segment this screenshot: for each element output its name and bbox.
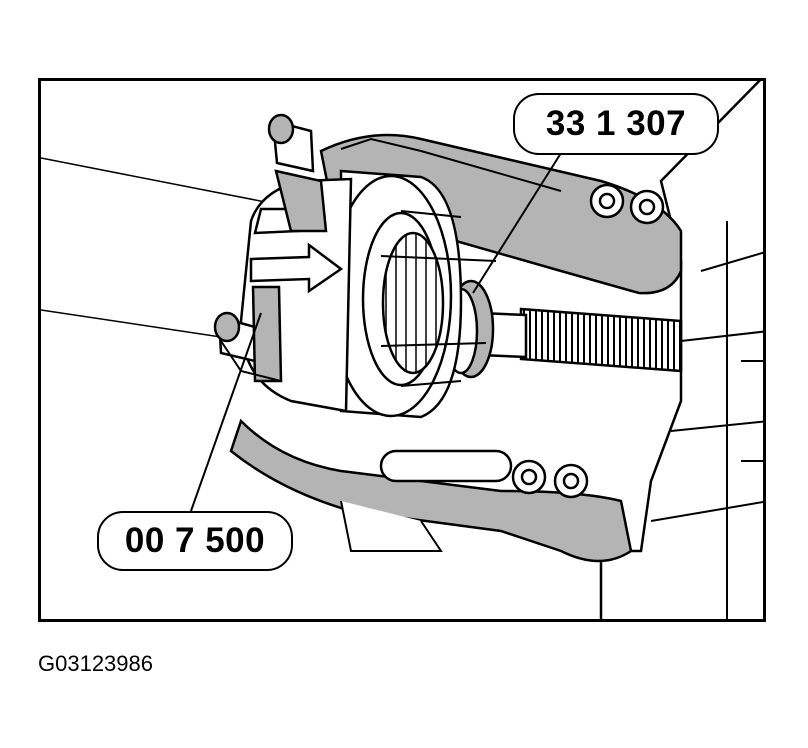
tool-callout-00-7-500: 00 7 500 (97, 511, 293, 571)
upper-puller-arm (319, 133, 683, 295)
figure-code: G03123986 (38, 651, 153, 676)
bearing-assembly (329, 169, 497, 419)
tool-callout-33-1-307: 33 1 307 (513, 93, 719, 155)
direction-arrow (249, 242, 344, 294)
callout-leaders (190, 152, 562, 512)
spindle (479, 307, 683, 373)
diagram-frame: 33 1 307 00 7 500 (38, 78, 766, 622)
lower-puller-arm (229, 418, 633, 563)
puller-illustration (41, 81, 763, 619)
studs (213, 113, 328, 383)
